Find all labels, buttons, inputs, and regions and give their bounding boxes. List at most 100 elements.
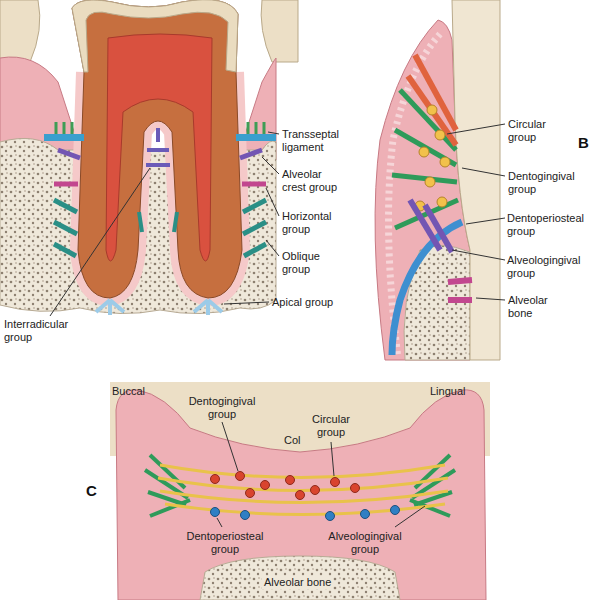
interradicular-fibers xyxy=(147,148,169,152)
gingival-fibers xyxy=(158,478,448,491)
part-label: Horizontal group xyxy=(282,210,346,236)
tooth xyxy=(106,34,212,261)
horizontal-fibers xyxy=(54,184,266,185)
gingival-fibers xyxy=(160,491,448,503)
transseptal-fibers xyxy=(63,122,66,134)
apical-fibers xyxy=(208,300,222,312)
neighbor-teeth xyxy=(0,0,40,62)
leader-lines xyxy=(452,250,505,260)
part-label: Transseptal ligament xyxy=(282,128,346,154)
leader-lines xyxy=(217,518,222,527)
panel-letter: B xyxy=(578,134,589,152)
transseptal-fibers xyxy=(255,122,258,134)
gingival-fibers xyxy=(160,465,445,478)
leader-lines xyxy=(266,240,279,256)
gingival-fibers xyxy=(261,481,270,490)
gingival-fibers xyxy=(286,476,295,485)
tooth xyxy=(72,0,242,298)
leader-lines xyxy=(262,157,279,174)
oblique-fibers xyxy=(244,244,266,256)
gingival-fibers xyxy=(425,205,452,252)
part-label: Col xyxy=(284,434,301,447)
part-label: Buccal xyxy=(112,385,145,398)
part-label: Oblique group xyxy=(282,250,332,276)
gingival-fibers xyxy=(392,55,472,355)
interradicular-fibers xyxy=(146,163,170,167)
gingival-fibers xyxy=(425,177,435,187)
part-label: Alveolar crest group xyxy=(282,168,346,194)
gingival-fibers xyxy=(351,484,360,493)
leader-lines xyxy=(50,168,150,316)
gingival-fibers xyxy=(165,504,445,515)
gingival-fibers xyxy=(427,105,437,115)
panel-letter: C xyxy=(86,482,97,500)
gingival-fibers xyxy=(311,486,320,495)
alveolar-crest-fibers xyxy=(58,150,262,158)
transseptal-fibers xyxy=(44,122,276,141)
gingival-fibers xyxy=(211,508,220,517)
gingival-fibers xyxy=(448,280,472,282)
part-label: Apical group xyxy=(272,296,333,309)
horizontal-fibers xyxy=(54,182,78,187)
part-label: Lingual xyxy=(430,385,465,398)
transseptal-fibers xyxy=(263,122,266,134)
gingival-fibers xyxy=(448,297,472,303)
leader-lines xyxy=(50,132,279,316)
part-label: Dentoperiosteal group xyxy=(180,530,270,556)
oblique-fibers xyxy=(243,222,266,234)
tooth xyxy=(452,0,500,360)
horizontal-fibers xyxy=(242,182,266,187)
transseptal-fibers xyxy=(247,122,250,134)
oblique-fibers xyxy=(243,200,266,212)
apical-fibers xyxy=(96,300,222,315)
leader-lines xyxy=(224,302,269,304)
gingival-fibers xyxy=(419,147,429,157)
neighbor-teeth xyxy=(261,0,298,62)
part-label: Alveologingival group xyxy=(320,530,410,556)
part-label: Dentogingival group xyxy=(508,170,588,196)
gingiva xyxy=(116,390,486,600)
leader-lines xyxy=(395,506,425,527)
transseptal-fibers xyxy=(236,134,276,141)
leader-lines xyxy=(268,132,279,134)
apical-fibers xyxy=(194,300,208,312)
gingival-fibers xyxy=(326,512,335,521)
gingival-fibers xyxy=(435,130,445,140)
oblique-fibers xyxy=(174,212,177,232)
gingival-fibers xyxy=(437,197,447,207)
part-label: Alveolar bone xyxy=(262,576,333,589)
gingival-fibers xyxy=(331,478,340,487)
leader-lines xyxy=(222,422,238,471)
alveolar-crest-fibers xyxy=(58,150,80,158)
alveolar-crest-fibers xyxy=(240,150,262,158)
leader-lines xyxy=(266,188,279,216)
transseptal-fibers xyxy=(71,122,74,134)
gingival-fibers xyxy=(392,222,462,355)
oblique-fibers xyxy=(54,244,76,256)
gingival-fibers xyxy=(440,157,450,167)
gingival-fibers xyxy=(145,455,455,521)
gingival-fibers xyxy=(391,506,400,515)
gingival-fibers xyxy=(241,511,250,520)
interradicular-fibers xyxy=(156,128,160,142)
oblique-fibers xyxy=(54,222,77,234)
gingival-fibers xyxy=(361,510,370,519)
part-label: Alveologingival group xyxy=(507,254,597,280)
gingival-fibers xyxy=(296,491,305,500)
alveolar-bone xyxy=(200,556,400,600)
tooth xyxy=(452,0,500,360)
gingival-fibers xyxy=(392,175,457,182)
alveolar-bone xyxy=(200,556,400,600)
part-label: Interradicular group xyxy=(4,318,84,344)
gingiva xyxy=(116,390,486,600)
part-label: Dentoperiosteal group xyxy=(507,212,597,238)
part-label: Alveolar bone xyxy=(508,294,558,320)
apical-fibers xyxy=(96,300,110,312)
apical-fibers xyxy=(110,300,124,312)
leader-lines xyxy=(331,442,334,476)
oblique-fibers xyxy=(139,212,142,232)
transseptal-fibers xyxy=(55,122,58,134)
part-label: Dentogingival group xyxy=(180,395,264,421)
gingival-fibers xyxy=(408,76,456,145)
